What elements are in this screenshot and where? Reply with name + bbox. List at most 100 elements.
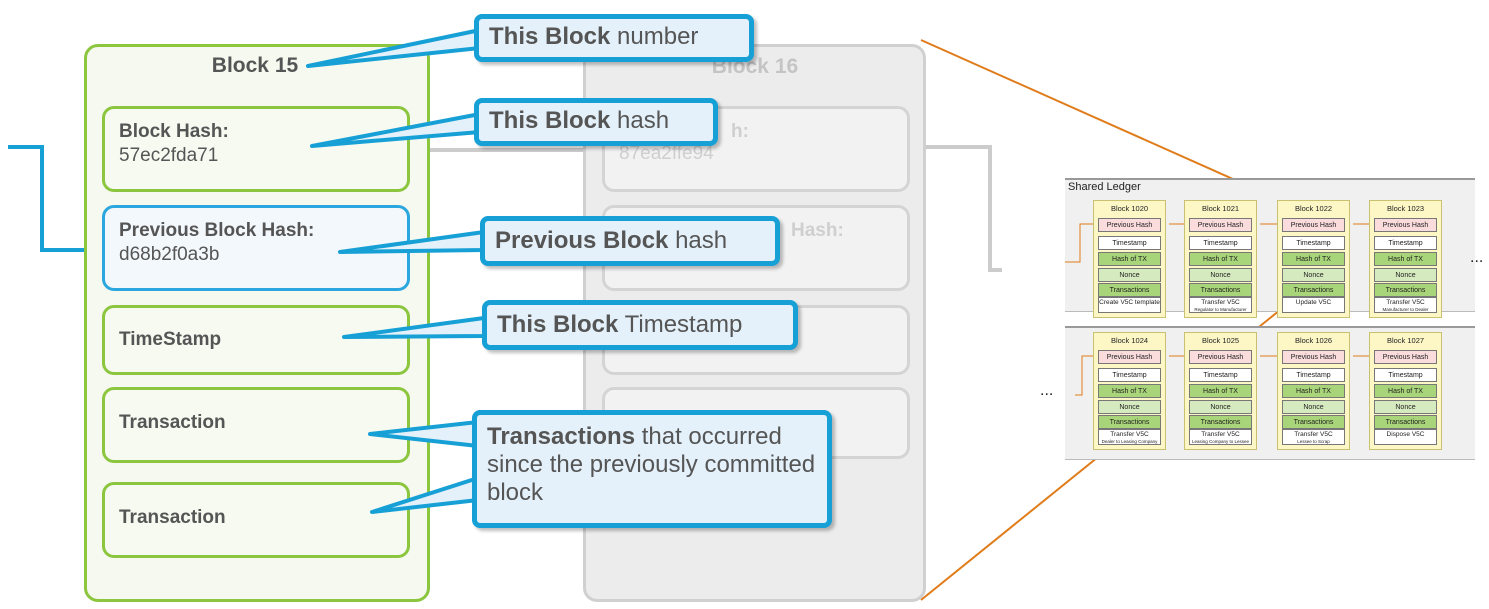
ledger-title: Shared Ledger	[1068, 181, 1141, 193]
ledger-tx-text: Transfer V5C	[1201, 431, 1240, 438]
block15-transaction-1-label: Transaction	[119, 412, 226, 433]
ledger-previous-hash: Previous Hash	[1374, 218, 1437, 232]
block15-hash-value: 57ec2fda71	[119, 145, 219, 166]
block15-prev-hash-field: Previous Block Hash: d68b2f0a3b	[102, 205, 410, 291]
ledger-nonce: Nonce	[1189, 268, 1252, 282]
block15-prev-hash-label: Previous Block Hash:	[119, 220, 315, 241]
ledger-tx-item: Dispose V5C	[1374, 429, 1437, 445]
ledger-previous-hash: Previous Hash	[1282, 350, 1345, 364]
ledger-timestamp: Timestamp	[1374, 236, 1437, 250]
ledger-hash-of-tx: Hash of TX	[1374, 252, 1437, 266]
ledger-transactions: Transactions	[1282, 283, 1345, 297]
ledger-hash-of-tx: Hash of TX	[1189, 252, 1252, 266]
block15-hash-label: Block Hash:	[119, 121, 229, 142]
ledger-block-title: Block 1025	[1201, 336, 1240, 345]
block15-transaction-2-label: Transaction	[119, 507, 226, 528]
ledger-timestamp: Timestamp	[1098, 368, 1161, 382]
callout-block-hash: This Block hash	[474, 98, 718, 146]
ledger-hash-of-tx: Hash of TX	[1098, 384, 1161, 398]
ledger-tx-item: Update V5C	[1282, 297, 1345, 313]
ledger-nonce: Nonce	[1374, 400, 1437, 414]
ledger-timestamp: Timestamp	[1098, 236, 1161, 250]
ledger-block: Block 1021 Previous Hash Timestamp Hash …	[1184, 200, 1257, 318]
ledger-block-title: Block 1027	[1386, 336, 1425, 345]
ledger-tx-text: Transfer V5C	[1386, 299, 1425, 306]
ledger-hash-of-tx: Hash of TX	[1282, 384, 1345, 398]
block15-hash-field: Block Hash: 57ec2fda71	[102, 106, 410, 192]
block16-hash-label: h:	[731, 121, 749, 142]
ledger-timestamp: Timestamp	[1189, 368, 1252, 382]
ledger-previous-hash: Previous Hash	[1374, 350, 1437, 364]
ledger-tx-text: Transfer V5C	[1294, 431, 1333, 438]
ledger-block: Block 1022 Previous Hash Timestamp Hash …	[1277, 200, 1350, 318]
previous-chain-link	[8, 145, 106, 252]
ledger-previous-hash: Previous Hash	[1282, 218, 1345, 232]
ledger-hash-of-tx: Hash of TX	[1098, 252, 1161, 266]
ledger-block-title: Block 1023	[1386, 204, 1425, 213]
ledger-transactions: Transactions	[1189, 415, 1252, 429]
ledger-timestamp: Timestamp	[1282, 368, 1345, 382]
ledger-tx-text: Dispose V5C	[1386, 431, 1425, 438]
callout-timestamp-bold: This Block	[497, 311, 619, 338]
ledger-tx-item: Create V5C template	[1098, 297, 1161, 313]
callout-previous-hash: Previous Block hash	[480, 216, 780, 266]
ledger-tx-sub: Manufacturer to Dealer	[1382, 306, 1429, 312]
ledger-transactions: Transactions	[1282, 415, 1345, 429]
ledger-block: Block 1023 Previous Hash Timestamp Hash …	[1369, 200, 1442, 318]
ledger-ellipsis-right: ...	[1470, 249, 1484, 266]
block15-prev-hash-value: d68b2f0a3b	[119, 244, 220, 265]
ledger-nonce: Nonce	[1098, 268, 1161, 282]
ledger-previous-hash: Previous Hash	[1189, 350, 1252, 364]
callout-prevhash-rest: hash	[668, 227, 728, 254]
ledger-block-title: Block 1021	[1201, 204, 1240, 213]
ledger-block-title: Block 1022	[1294, 204, 1333, 213]
ledger-tx-sub: Leasing Company to Lessee	[1191, 438, 1250, 444]
ledger-nonce: Nonce	[1374, 268, 1437, 282]
block16-prev-hash-label: Hash:	[791, 220, 844, 241]
ledger-block-title: Block 1024	[1110, 336, 1149, 345]
callout-timestamp: This Block Timestamp	[482, 300, 798, 350]
ledger-transactions: Transactions	[1189, 283, 1252, 297]
ledger-ellipsis-left: ...	[1040, 382, 1054, 399]
ledger-transactions: Transactions	[1374, 283, 1437, 297]
callout-transactions-rest: that occurred since the previously commi…	[487, 423, 816, 506]
block15-timestamp-field: TimeStamp	[102, 305, 410, 375]
ledger-tx-text: Update V5C	[1295, 299, 1332, 306]
ledger-block: Block 1026 Previous Hash Timestamp Hash …	[1277, 332, 1350, 450]
ledger-tx-sub: Dealer to Leasing Company	[1101, 438, 1158, 444]
callout-number-rest: number	[610, 23, 699, 50]
ledger-block: Block 1025 Previous Hash Timestamp Hash …	[1184, 332, 1257, 450]
block15-transaction-2: Transaction	[102, 482, 410, 558]
ledger-block: Block 1020 Previous Hash Timestamp Hash …	[1093, 200, 1166, 318]
ledger-transactions: Transactions	[1098, 415, 1161, 429]
ledger-timestamp: Timestamp	[1189, 236, 1252, 250]
ledger-block: Block 1024 Previous Hash Timestamp Hash …	[1093, 332, 1166, 450]
ledger-hash-of-tx: Hash of TX	[1282, 252, 1345, 266]
callout-transactions-bold: Transactions	[487, 423, 636, 450]
ledger-previous-hash: Previous Hash	[1098, 350, 1161, 364]
ledger-transactions: Transactions	[1098, 283, 1161, 297]
ledger-nonce: Nonce	[1189, 400, 1252, 414]
ledger-block: Block 1027 Previous Hash Timestamp Hash …	[1369, 332, 1442, 450]
ledger-block-title: Block 1026	[1294, 336, 1333, 345]
ledger-tx-text: Transfer V5C	[1201, 299, 1240, 306]
callout-number-bold: This Block	[489, 23, 611, 50]
ledger-tx-sub: Lessee to Scrap	[1297, 438, 1330, 444]
callout-transactions: Transactions that occurred since the pre…	[472, 410, 832, 528]
ledger-timestamp: Timestamp	[1282, 236, 1345, 250]
ledger-nonce: Nonce	[1098, 400, 1161, 414]
ledger-block-title: Block 1020	[1110, 204, 1149, 213]
ledger-previous-hash: Previous Hash	[1098, 218, 1161, 232]
ledger-tx-text: Create V5C template	[1099, 299, 1160, 306]
ledger-previous-hash: Previous Hash	[1189, 218, 1252, 232]
ledger-nonce: Nonce	[1282, 400, 1345, 414]
block15-title: Block 15	[211, 54, 299, 77]
block16-hash-value: 87ea2ffe94	[619, 143, 714, 164]
block15-transaction-1: Transaction	[102, 387, 410, 463]
block15-timestamp-label: TimeStamp	[119, 329, 222, 350]
